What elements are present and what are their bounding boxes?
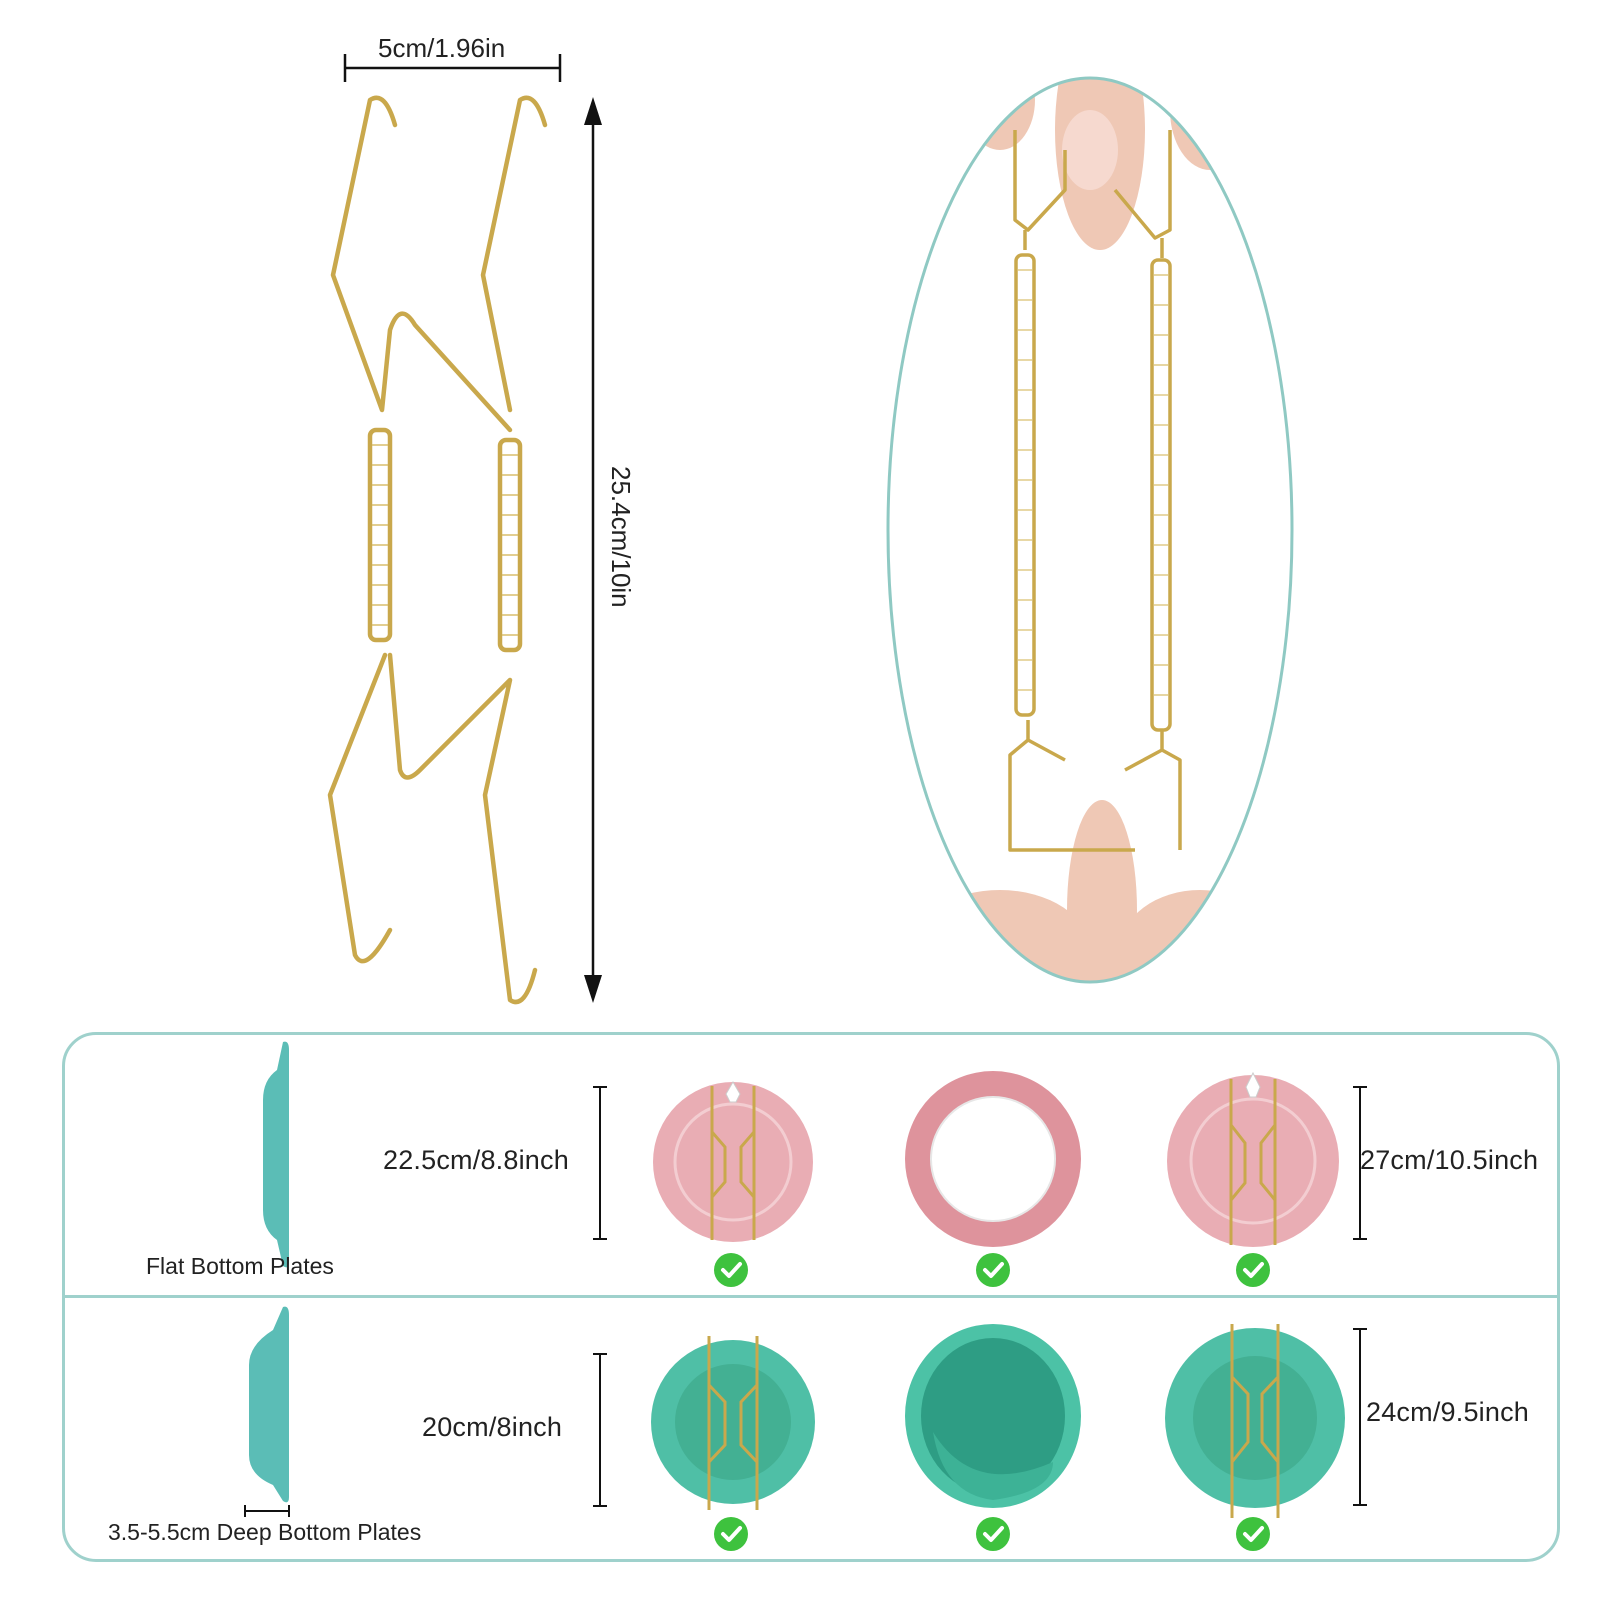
depth-indicator: [244, 1505, 290, 1517]
flat-max-size-bracket: [1353, 1086, 1367, 1240]
flat-max-size-label: 27cm/10.5inch: [1360, 1145, 1539, 1175]
width-dimension-label: 5cm/1.96in: [378, 33, 506, 63]
check-circle-icon: [1236, 1253, 1270, 1287]
check-circle-icon: [714, 1253, 748, 1287]
deep-max-size-label: 24cm/9.5inch: [1366, 1397, 1529, 1427]
deep-min-size-label: 20cm/8inch: [422, 1412, 563, 1442]
pink-plate-back-with-hanger: [653, 1081, 813, 1242]
flat-min-size-bracket: [593, 1086, 607, 1240]
deep-plate-profile-icon: [249, 1306, 289, 1503]
pink-plate-back-large-with-hanger: [1167, 1071, 1339, 1247]
hanger-illustration: [327, 54, 602, 1005]
deep-min-size-bracket: [593, 1353, 607, 1507]
teal-plate-back-large-with-hanger: [1165, 1324, 1345, 1518]
teal-plate-front: [905, 1324, 1081, 1508]
flat-plates-title: Flat Bottom Plates: [146, 1253, 334, 1279]
deep-plates-title: 3.5-5.5cm Deep Bottom Plates: [108, 1519, 422, 1545]
flat-min-size-label: 22.5cm/8.8inch: [383, 1145, 569, 1175]
pink-plate-front: [905, 1071, 1081, 1247]
deep-max-size-bracket: [1353, 1328, 1367, 1506]
flat-plate-profile-icon: [263, 1041, 289, 1268]
check-circle-icon: [714, 1517, 748, 1551]
check-circle-icon: [976, 1253, 1010, 1287]
height-dimension-label: 25.4cm/10in: [606, 466, 636, 608]
check-circle-icon: [1236, 1517, 1270, 1551]
teal-plate-back-with-hanger: [651, 1336, 815, 1510]
check-circle-icon: [976, 1517, 1010, 1551]
row-divider: [62, 1295, 1560, 1298]
stretch-demo-oval: [886, 76, 1294, 984]
